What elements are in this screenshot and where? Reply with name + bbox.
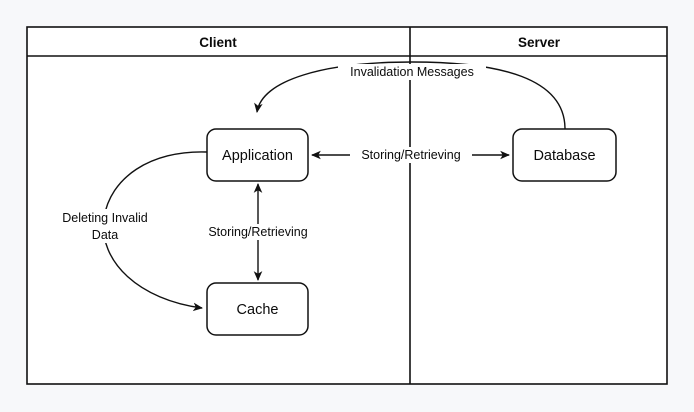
node-cache[interactable]: Cache: [206, 282, 309, 336]
node-database-shape[interactable]: [512, 128, 617, 182]
edge-invalidation-messages: [254, 61, 566, 130]
lane-title-server: Server: [518, 35, 561, 50]
node-application-label: Application: [222, 148, 293, 164]
node-database[interactable]: Database: [512, 128, 617, 182]
edge-label-invalidation-messages: Invalidation Messages: [350, 65, 474, 79]
node-application[interactable]: Application: [206, 128, 309, 182]
edge-label-deleting-invalid-data-line2: Data: [92, 228, 118, 242]
lane-title-client: Client: [199, 35, 237, 50]
edge-label-bg-invalidation: [338, 64, 486, 80]
node-application-shape[interactable]: [206, 128, 309, 182]
node-database-label: Database: [533, 148, 595, 164]
edge-label-app-cache: Storing/Retrieving: [208, 225, 307, 239]
node-cache-label: Cache: [237, 302, 279, 318]
edge-label-bg-app-database: [350, 147, 472, 163]
edge-label-bg-deleting: [46, 209, 166, 243]
edge-label-deleting-invalid-data-line1: Deleting Invalid: [62, 211, 148, 225]
node-cache-shape[interactable]: [206, 282, 309, 336]
edge-label-app-database: Storing/Retrieving: [361, 148, 460, 162]
diagram-frame: [26, 26, 668, 385]
edge-label-bg-app-cache: [198, 224, 318, 240]
